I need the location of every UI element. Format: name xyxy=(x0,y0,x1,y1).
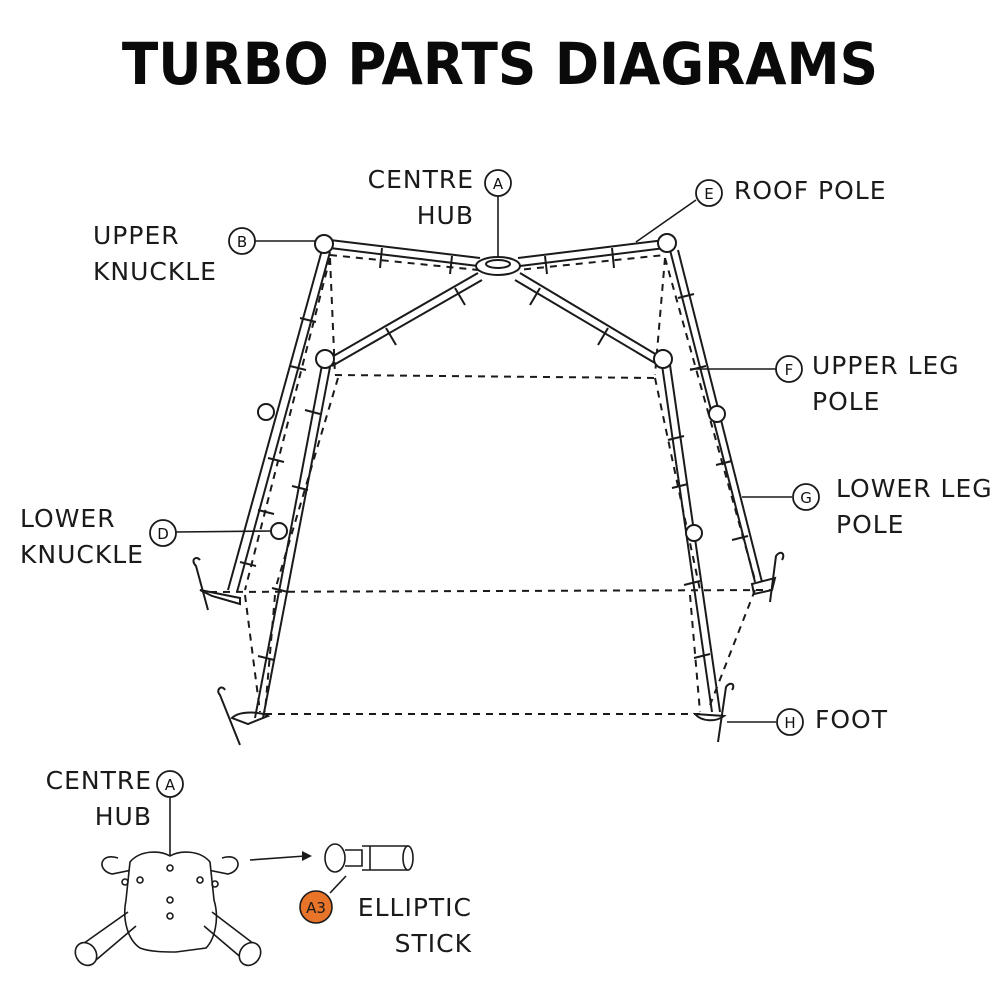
callout-circles xyxy=(149,169,820,798)
feet xyxy=(192,551,785,746)
label-upper-knuckle: UPPER KNUCKLE xyxy=(93,221,217,286)
callout-a xyxy=(484,169,512,197)
centre-hub-detail xyxy=(74,851,262,967)
arrow-head xyxy=(302,851,312,861)
svg-text:A: A xyxy=(493,175,504,193)
roof-poles xyxy=(329,239,666,367)
label-roof-pole: ROOF POLE xyxy=(734,176,887,205)
leader-lines xyxy=(169,196,792,894)
callout-e xyxy=(695,179,723,207)
callout-f xyxy=(775,355,803,383)
label-upper-leg-pole: UPPER LEG POLE xyxy=(812,351,960,416)
svg-text:H: H xyxy=(784,714,795,732)
callout-d xyxy=(149,519,177,547)
label-centre-hub: CENTRE HUB xyxy=(367,165,474,230)
label-foot: FOOT xyxy=(815,705,889,734)
diagram-title: TURBO PARTS DIAGRAMS xyxy=(121,30,879,98)
callout-a-detail xyxy=(156,770,184,798)
callout-b xyxy=(228,227,256,255)
svg-text:A: A xyxy=(165,776,176,794)
label-lower-leg-pole: LOWER LEG POLE xyxy=(836,474,993,539)
svg-text:F: F xyxy=(785,361,794,379)
svg-text:D: D xyxy=(157,525,169,543)
label-lower-knuckle: LOWER KNUCKLE xyxy=(20,504,144,569)
callout-g xyxy=(792,483,820,511)
a3-badge xyxy=(299,890,333,924)
svg-text:E: E xyxy=(704,185,713,203)
callout-h xyxy=(776,708,804,736)
svg-text:A3: A3 xyxy=(306,899,326,917)
callout-letters: A B D E F G H A xyxy=(157,175,812,794)
upper-leg-poles xyxy=(227,249,763,719)
label-detail-centre-hub: CENTRE HUB xyxy=(45,766,152,831)
elliptic-stick xyxy=(324,843,414,873)
svg-text:B: B xyxy=(237,233,247,251)
label-elliptic-stick: ELLIPTIC STICK xyxy=(357,893,472,958)
knuckles xyxy=(257,233,726,542)
svg-text:G: G xyxy=(800,489,812,507)
